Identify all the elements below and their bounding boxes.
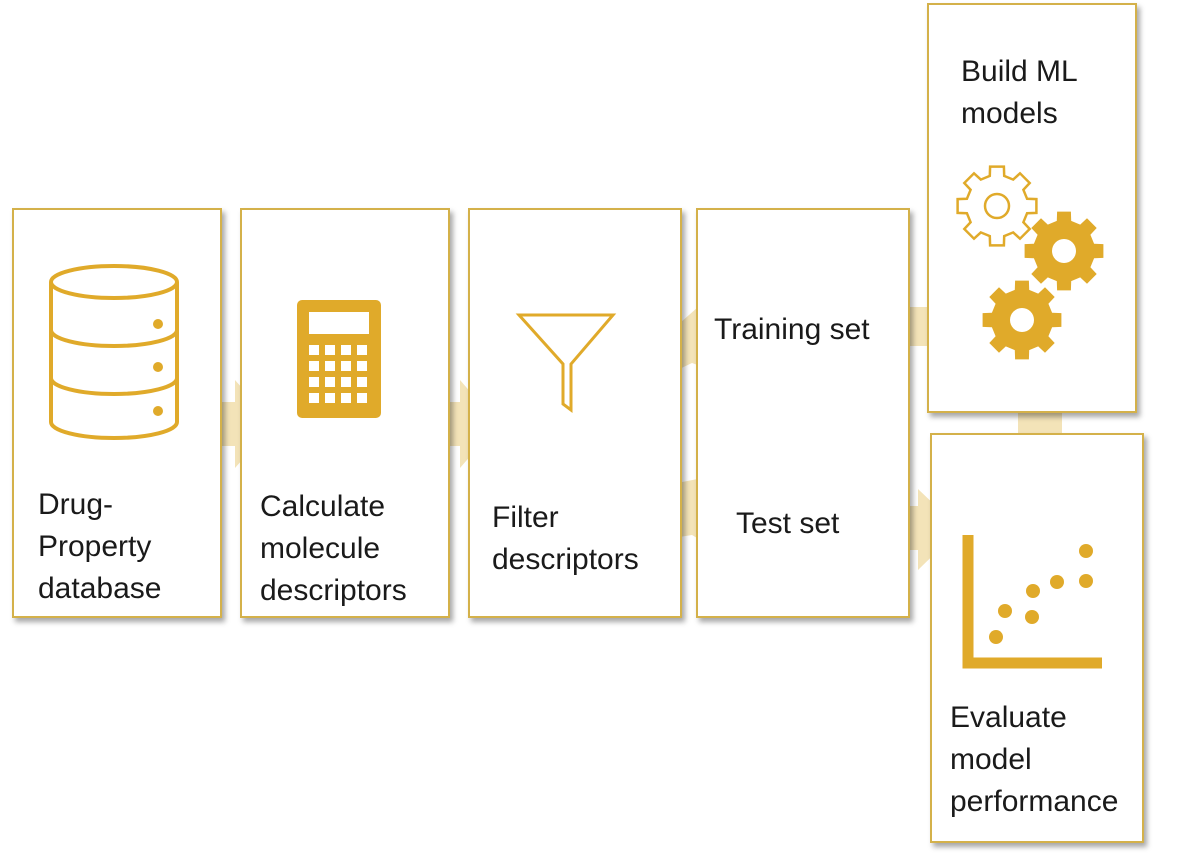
step-calculate-label: Calculate molecule descriptors bbox=[260, 490, 407, 607]
step-database-label: Drug- Property database bbox=[38, 488, 162, 605]
step-build-models-label: Build ML models bbox=[961, 55, 1078, 130]
step-build-models-box: Build ML models bbox=[927, 3, 1137, 413]
step-calculate-box: Calculate molecule descriptors bbox=[240, 208, 450, 618]
step-filter-label: Filter descriptors bbox=[492, 501, 639, 576]
step-evaluate-label: Evaluate model performance bbox=[950, 701, 1119, 818]
gears-icon bbox=[956, 165, 1104, 360]
test-set-label: Test set bbox=[736, 507, 840, 540]
step-database-box: Drug- Property database bbox=[12, 208, 222, 618]
funnel-icon bbox=[515, 313, 617, 413]
training-set-label: Training set bbox=[714, 313, 870, 346]
scatter-plot-icon bbox=[962, 535, 1102, 669]
calculator-icon bbox=[297, 300, 381, 418]
step-filter-box: Filter descriptors bbox=[468, 208, 682, 618]
step-evaluate-box: Evaluate model performance bbox=[930, 433, 1144, 843]
database-icon bbox=[49, 264, 179, 440]
step-split-box: Training set Test set bbox=[696, 208, 910, 618]
